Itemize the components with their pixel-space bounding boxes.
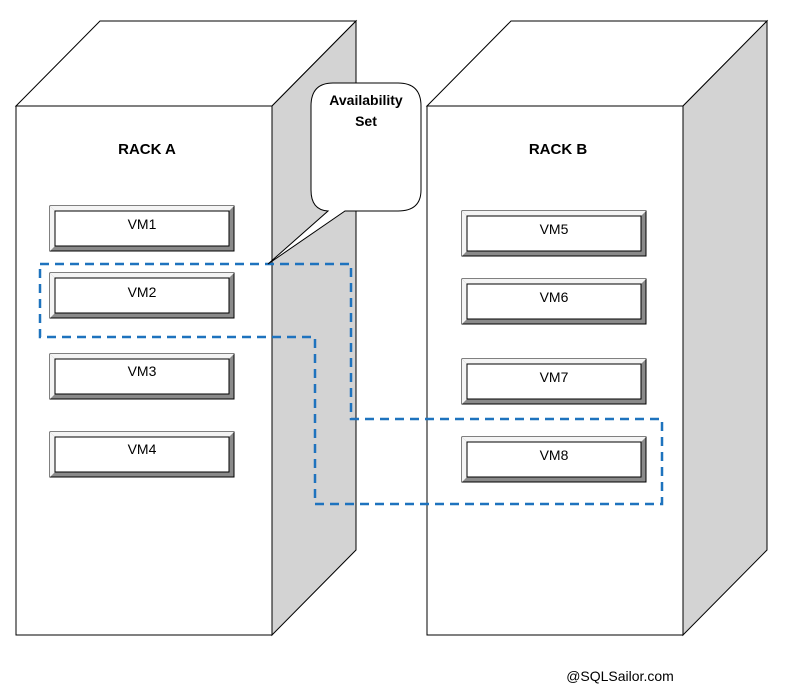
vm-label-vm8: VM8 [540,447,569,463]
availability-set-callout: Availability Set [267,82,422,265]
vm-box-vm2[interactable]: VM2 [49,272,235,319]
vm-box-vm8[interactable]: VM8 [461,436,647,483]
vm-box-vm6[interactable]: VM6 [461,278,647,325]
vm-box-vm7[interactable]: VM7 [461,358,647,405]
credit-text: @SQLSailor.com [566,668,674,684]
vm-label-vm2: VM2 [128,284,157,300]
rack-b-label: RACK B [529,141,587,158]
vm-label-vm5: VM5 [540,221,569,237]
vm-label-vm3: VM3 [128,363,157,379]
rack-b-side [682,19,768,637]
vm-box-vm3[interactable]: VM3 [49,353,235,400]
availability-set-outline [38,262,664,506]
rack-b: RACK B VM5 VM6 VM7 [425,19,769,637]
vm-label-vm7: VM7 [540,369,569,385]
callout-line-1: Availability [329,92,403,108]
callout-bubble [267,82,422,265]
vm-box-vm1[interactable]: VM1 [49,205,235,252]
rack-a: RACK A VM1 VM2 VM3 [14,19,358,637]
callout-line-2: Set [355,113,377,129]
vm-box-vm4[interactable]: VM4 [49,431,235,478]
rack-a-label: RACK A [118,141,176,158]
vm-label-vm4: VM4 [128,441,157,457]
vm-box-vm5[interactable]: VM5 [461,210,647,257]
vm-label-vm6: VM6 [540,289,569,305]
vm-label-vm1: VM1 [128,216,157,232]
